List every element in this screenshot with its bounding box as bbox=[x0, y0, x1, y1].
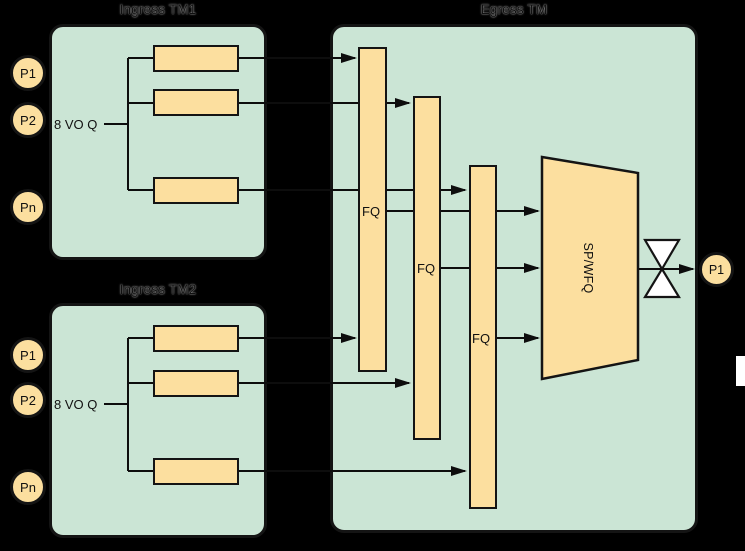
egress-output-port-label: P1 bbox=[708, 262, 725, 277]
fq1-label: FQ bbox=[362, 204, 381, 219]
tm1-queue-2 bbox=[153, 89, 239, 116]
tm1-voq-label: 8 VO Q bbox=[54, 117, 98, 132]
screen-edge-artifact bbox=[736, 356, 745, 386]
egress-fq2-bar bbox=[413, 96, 441, 440]
tm2-voq-label: 8 VO Q bbox=[54, 397, 98, 412]
tm2-queue-3 bbox=[153, 458, 239, 485]
tm2-port-p1-label: P1 bbox=[20, 347, 36, 363]
tm2-queue-1 bbox=[153, 325, 239, 352]
tm2-port-p2: P2 bbox=[10, 382, 46, 418]
fq2-label: FQ bbox=[417, 261, 436, 276]
ingress-tm2-title: Ingress TM2 bbox=[119, 282, 197, 297]
tm2-queue-2 bbox=[153, 370, 239, 397]
tm1-port-p1-label: P1 bbox=[20, 65, 36, 81]
egress-fq3-bar bbox=[469, 165, 497, 509]
egress-output-port: P1 bbox=[699, 252, 734, 287]
tm2-port-pn-label: Pn bbox=[20, 479, 36, 495]
tm1-port-p2-label: P2 bbox=[20, 112, 36, 128]
scheduler-trapezoid bbox=[540, 155, 640, 381]
tm1-port-pn-label: Pn bbox=[20, 199, 36, 215]
egress-tm-title: Egress TM bbox=[480, 2, 548, 17]
fq3-label: FQ bbox=[472, 331, 491, 346]
tm1-queue-1 bbox=[153, 45, 239, 72]
tm1-port-p2: P2 bbox=[10, 102, 46, 138]
tm2-port-p2-label: P2 bbox=[20, 392, 36, 408]
shaper-valve-top-triangle bbox=[643, 238, 681, 272]
egress-fq1-bar bbox=[358, 47, 387, 372]
ingress-tm1-title: Ingress TM1 bbox=[119, 2, 197, 17]
scheduler-label: SP/WFQ bbox=[581, 242, 595, 294]
tm2-port-pn: Pn bbox=[10, 469, 46, 505]
shaper-valve-bottom-triangle bbox=[643, 266, 681, 299]
tm2-port-p1: P1 bbox=[10, 337, 46, 373]
tm1-port-p1: P1 bbox=[10, 55, 46, 91]
tm1-port-pn: Pn bbox=[10, 189, 46, 225]
tm1-queue-3 bbox=[153, 177, 239, 204]
